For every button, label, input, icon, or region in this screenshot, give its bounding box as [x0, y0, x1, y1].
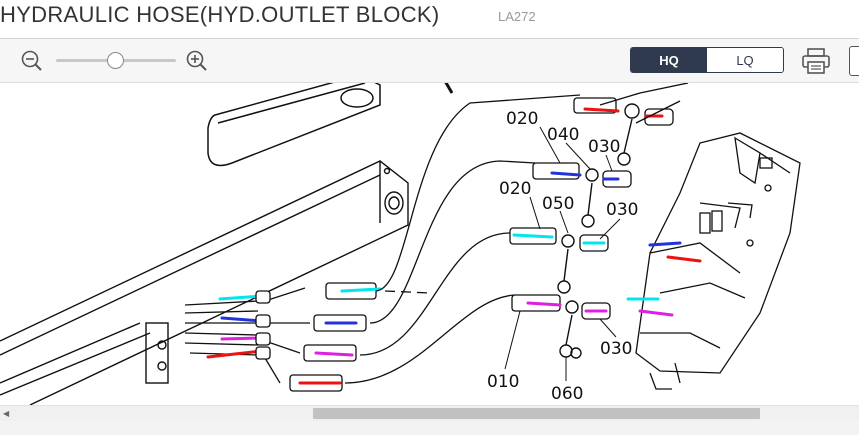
parts-diagram-svg: 020 040 030 020 050 030 030 010 060	[0, 83, 801, 405]
part-label-030-mid[interactable]: 030	[606, 200, 638, 220]
part-label-010[interactable]: 010	[487, 372, 519, 392]
mid-fitting-markings	[298, 287, 382, 385]
long-hoses	[344, 83, 581, 384]
title-bar: HYDRAULIC HOSE(HYD.OUTLET BLOCK) LA272	[0, 0, 859, 32]
boom-arm-upper	[207, 83, 381, 167]
part-label-020-mid[interactable]: 020	[499, 179, 531, 199]
quality-hq-button[interactable]: HQ	[631, 48, 707, 72]
overflow-button[interactable]	[849, 46, 859, 76]
quality-lq-button[interactable]: LQ	[707, 48, 783, 72]
zoom-out-icon[interactable]	[20, 49, 44, 73]
viewer-toolbar: HQ LQ	[0, 39, 859, 83]
hose-fittings-left	[255, 290, 271, 360]
right-fitting-markings	[512, 107, 664, 313]
part-code: LA272	[498, 9, 536, 24]
quality-toggle: HQ LQ	[630, 47, 784, 73]
horizontal-scrollbar[interactable]: ◀	[0, 405, 859, 421]
frame-beam	[0, 160, 409, 405]
scrollbar-thumb[interactable]	[313, 408, 760, 419]
hose-end-markings-left	[206, 294, 264, 359]
printer-icon[interactable]	[800, 47, 832, 75]
page-title: HYDRAULIC HOSE(HYD.OUTLET BLOCK)	[0, 2, 440, 27]
zoom-slider-thumb[interactable]	[107, 52, 124, 69]
outlet-block-markings	[626, 241, 702, 317]
right-fittings	[509, 97, 674, 320]
outlet-block	[635, 132, 801, 390]
part-label-030-top[interactable]: 030	[588, 137, 620, 157]
clamp-brackets	[557, 83, 689, 359]
title-divider	[0, 38, 859, 39]
scroll-left-icon[interactable]: ◀	[3, 409, 10, 418]
part-label-040[interactable]: 040	[547, 125, 579, 145]
leader-lines	[504, 126, 621, 381]
part-label-030-bottom[interactable]: 030	[600, 339, 632, 359]
part-label-060[interactable]: 060	[551, 384, 583, 404]
mid-fittings	[289, 282, 377, 392]
part-label-050[interactable]: 050	[542, 194, 574, 214]
part-label-020-top[interactable]: 020	[506, 109, 538, 129]
footer-bar	[0, 421, 859, 435]
parts-diagram[interactable]: 020 040 030 020 050 030 030 010 060	[0, 83, 859, 405]
hose-lines-left	[184, 287, 310, 384]
zoom-in-icon[interactable]	[185, 49, 209, 73]
